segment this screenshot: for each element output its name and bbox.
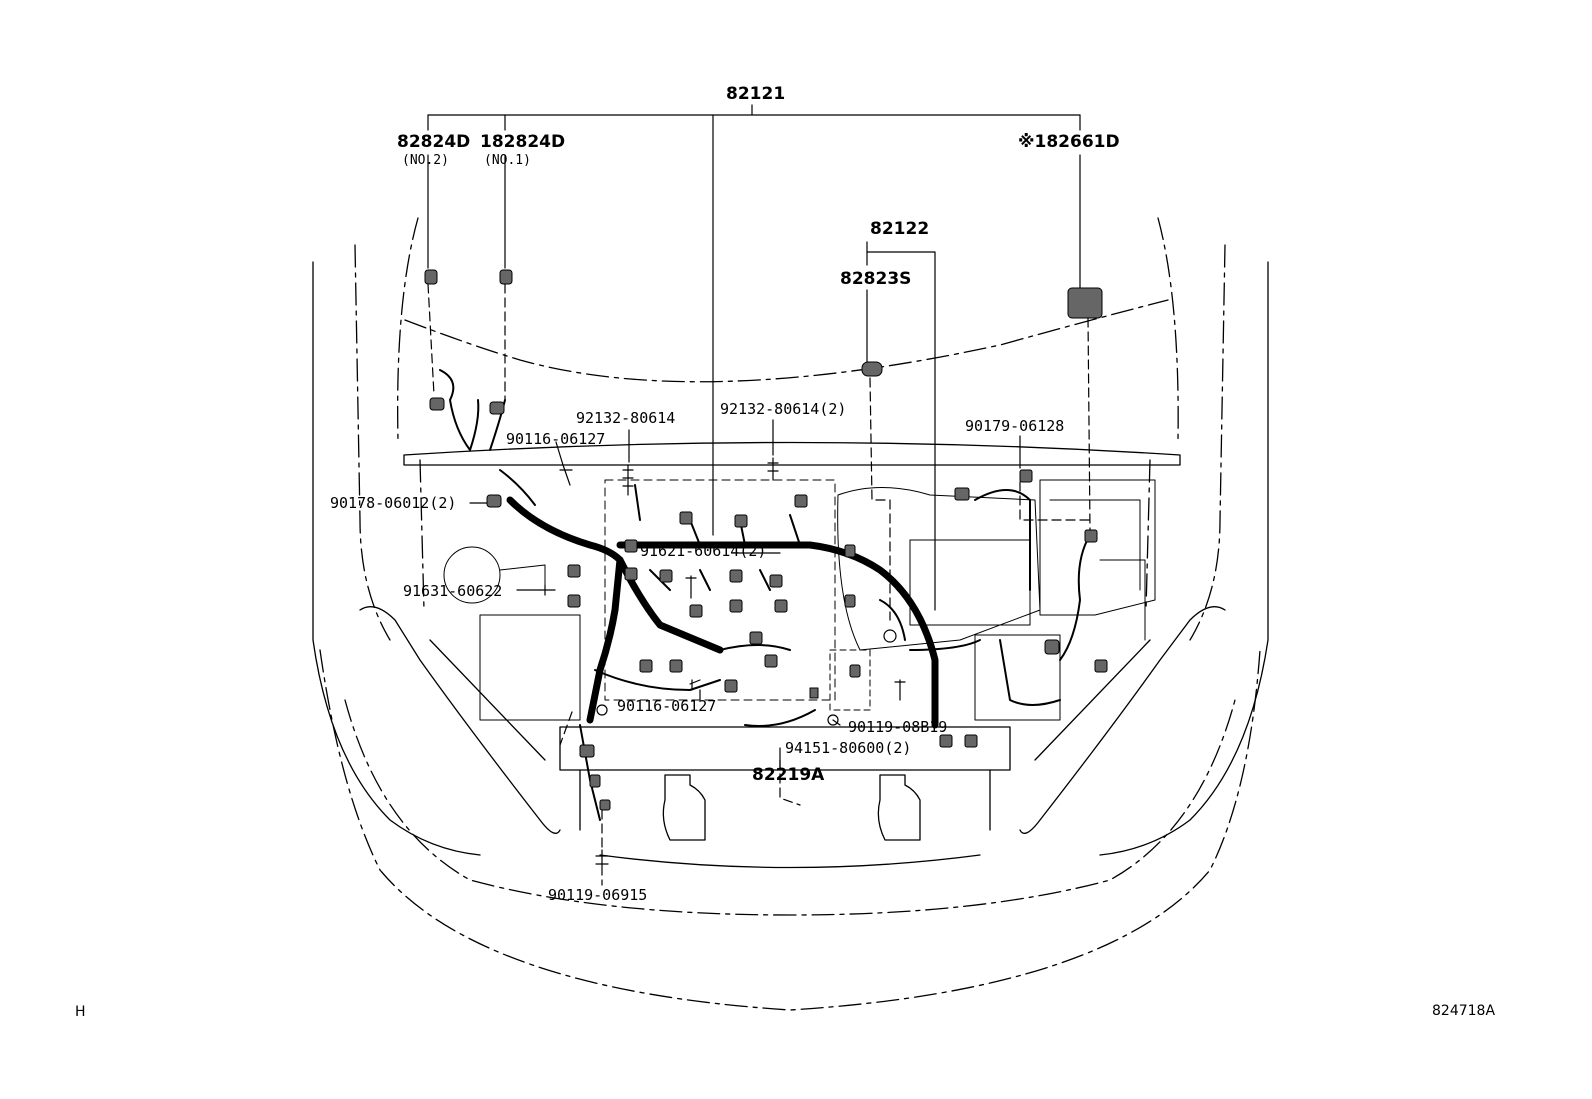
callout-90178-06012: 90178-06012(2) (330, 494, 457, 512)
callout-90179-06128: 90179-06128 (965, 417, 1065, 435)
horn-right (877, 774, 921, 841)
illustration-number: 824718A (1432, 1003, 1496, 1019)
fender-lines (312, 261, 1269, 856)
callout-82661d: ※182661D (1018, 132, 1120, 152)
callout-90116-06127-top: 90116-06127 (506, 430, 606, 448)
callout-94151-80600: 94151-80600(2) (785, 739, 912, 757)
callout-82824d-no2: 82824D (397, 132, 471, 152)
corner-code-left: H (75, 1004, 86, 1020)
callout-82824d-no1-note: (NO.1) (484, 153, 531, 168)
harness-branches (439, 369, 1091, 821)
callout-90119-08b19: 90119-08B19 (848, 718, 948, 736)
horn-left (662, 774, 706, 841)
callout-90119-06915: 90119-06915 (548, 886, 648, 904)
callout-91621-60614: 91621-60614(2) (640, 542, 767, 560)
callout-82824d-no1: 182824D (480, 132, 566, 152)
radiator-support (403, 441, 1181, 869)
callout-82121: 82121 (726, 84, 786, 104)
callout-82823s: 82823S (840, 269, 912, 289)
leader-lines (427, 104, 1081, 886)
callout-82824d-no2-note: (NO.2) (402, 153, 449, 168)
callout-91631-60622: 91631-60622 (403, 582, 503, 600)
callout-90116-06127-bottom: 90116-06127 (617, 697, 717, 715)
main-wire-harness (506, 496, 939, 729)
body-outline (319, 217, 1261, 1011)
engine-block (443, 479, 1156, 721)
callout-82219a: 82219A (752, 765, 825, 785)
fasteners (539, 457, 906, 876)
callout-92132-80614-2: 92132-80614(2) (720, 400, 847, 418)
dashed-leaders (427, 283, 1091, 849)
callout-82122: 82122 (870, 219, 930, 239)
connectors (424, 269, 1108, 811)
callout-92132-80614: 92132-80614 (576, 409, 676, 427)
